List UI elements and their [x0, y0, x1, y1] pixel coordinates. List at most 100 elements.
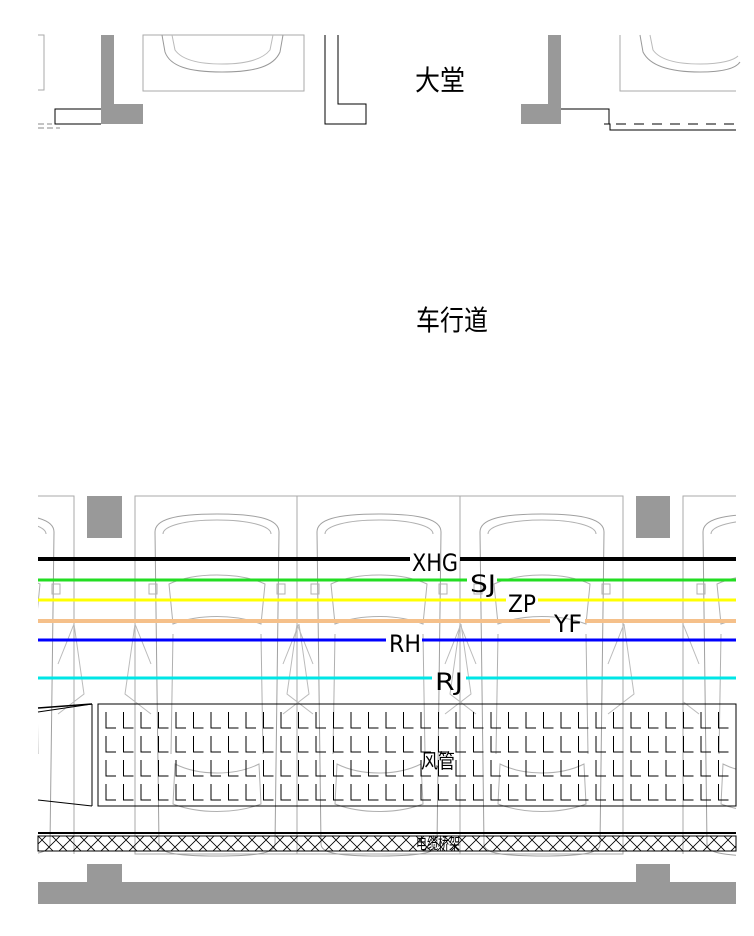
duct-tick	[578, 760, 589, 777]
duct-tick	[473, 760, 484, 777]
duct-tick	[245, 760, 256, 777]
duct-tick	[333, 712, 344, 729]
column	[636, 864, 670, 884]
duct-tick	[630, 736, 641, 753]
duct-tick	[613, 784, 624, 801]
duct-tick	[245, 784, 256, 801]
duct-tick	[578, 736, 589, 753]
duct-tick	[210, 736, 221, 753]
duct-tick	[420, 760, 431, 777]
duct-tick	[525, 784, 536, 801]
duct-tick	[473, 736, 484, 753]
duct-tick	[368, 760, 379, 777]
duct-tick	[158, 736, 169, 753]
duct-tick	[315, 736, 326, 753]
parking-bays	[38, 495, 736, 857]
duct-tick	[280, 784, 291, 801]
duct-tick	[560, 784, 571, 801]
duct-tick	[105, 712, 116, 729]
duct-tick	[543, 760, 554, 777]
duct-tick	[438, 784, 449, 801]
column	[636, 496, 670, 538]
duct-tick	[543, 712, 554, 729]
duct-tick	[140, 760, 151, 777]
duct-tick	[298, 736, 309, 753]
cable-tray-label: 电缆桥架	[416, 834, 460, 853]
duct-tick	[175, 784, 186, 801]
column	[101, 35, 114, 124]
duct-tick	[105, 784, 116, 801]
duct-tick	[613, 712, 624, 729]
pipe-labels: XHG SJ ZP YF RH RJ	[389, 549, 582, 696]
duct-tick	[263, 784, 274, 801]
duct-tick	[385, 784, 396, 801]
duct-tick	[193, 712, 204, 729]
duct-tick	[613, 760, 624, 777]
car	[683, 513, 736, 857]
duct-tick	[403, 712, 414, 729]
duct-tick	[333, 736, 344, 753]
duct-tick	[508, 760, 519, 777]
duct-tick	[123, 760, 134, 777]
duct-tick	[385, 736, 396, 753]
duct-tick	[298, 784, 309, 801]
duct-tick	[385, 760, 396, 777]
duct-tick	[665, 736, 676, 753]
duct-tick	[718, 712, 729, 729]
pipe-label-rh: RH	[389, 630, 421, 658]
duct-tick	[490, 736, 501, 753]
duct-tick	[665, 784, 676, 801]
duct-tick	[245, 736, 256, 753]
duct-tick	[683, 736, 694, 753]
duct-tick	[350, 736, 361, 753]
duct-tick	[263, 712, 274, 729]
pipe-label-rj: RJ	[435, 668, 463, 696]
duct-tick	[455, 712, 466, 729]
top-structure	[38, 34, 741, 131]
duct-tick	[315, 760, 326, 777]
duct-tick	[210, 760, 221, 777]
duct-tick	[123, 712, 134, 729]
duct-tick	[455, 784, 466, 801]
duct-tick	[280, 736, 291, 753]
duct-tick	[683, 784, 694, 801]
duct-tick	[525, 712, 536, 729]
duct-tick	[350, 784, 361, 801]
duct-tick	[455, 760, 466, 777]
duct-tick	[543, 736, 554, 753]
duct-tick	[350, 760, 361, 777]
duct-tick	[718, 784, 729, 801]
duct-tick	[298, 712, 309, 729]
duct-tick	[665, 712, 676, 729]
duct-tick	[438, 760, 449, 777]
duct-tick	[718, 760, 729, 777]
duct-tick	[578, 784, 589, 801]
duct-tick	[210, 712, 221, 729]
duct-tick	[210, 784, 221, 801]
duct-tick	[123, 736, 134, 753]
duct-tick	[228, 760, 239, 777]
duct-tick	[420, 784, 431, 801]
duct-tick	[158, 712, 169, 729]
duct-tick	[175, 736, 186, 753]
column	[87, 864, 122, 884]
duct-tick	[245, 712, 256, 729]
column	[87, 496, 122, 538]
duct-tick	[648, 736, 659, 753]
duct-tick	[420, 736, 431, 753]
slab	[38, 882, 736, 904]
duct-tick	[525, 760, 536, 777]
car	[38, 513, 85, 857]
duct-tick	[525, 736, 536, 753]
duct-tick	[438, 736, 449, 753]
duct-tick	[648, 712, 659, 729]
floor-slab	[38, 864, 736, 904]
duct-tick	[578, 712, 589, 729]
duct-tick	[315, 712, 326, 729]
duct-tick	[700, 736, 711, 753]
duct-tick	[368, 784, 379, 801]
pipe-label-xhg: XHG	[412, 549, 458, 577]
duct-tick	[630, 712, 641, 729]
duct-tick	[280, 760, 291, 777]
duct-tick	[263, 736, 274, 753]
